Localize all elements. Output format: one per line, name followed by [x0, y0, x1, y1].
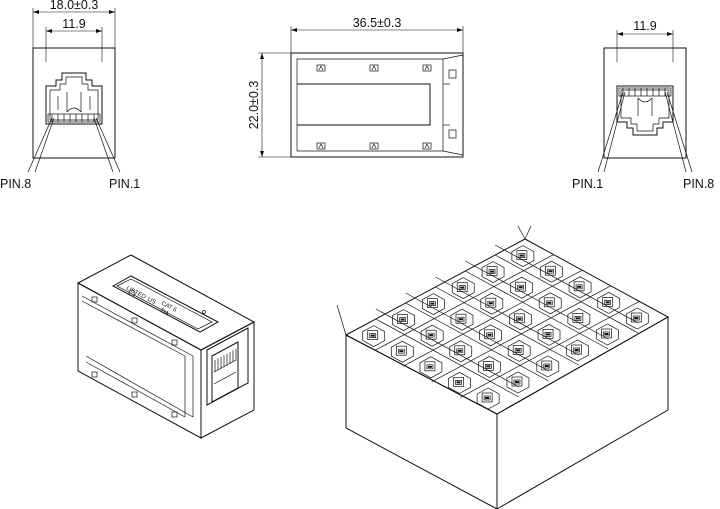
front-pin1-label: PIN.1: [109, 177, 140, 191]
tray-divider: [494, 254, 639, 334]
tray-coupler: [390, 340, 414, 363]
tray-coupler: [479, 324, 502, 347]
front-pin8-label: PIN.8: [0, 177, 31, 191]
tray-coupler: [566, 339, 589, 362]
tray-coupler: [419, 356, 443, 379]
tray-coupler: [625, 307, 649, 330]
tray-divider: [465, 270, 609, 350]
tray-coupler: [480, 292, 504, 315]
tray-coupler: [596, 323, 619, 346]
tray-coupler: [448, 372, 471, 394]
latch-mark: [448, 69, 457, 79]
tray-coupler: [420, 324, 444, 347]
tray-divider: [375, 318, 520, 398]
tray-coupler: [568, 276, 592, 299]
latch-mark: [422, 64, 432, 72]
tray-divider: [374, 254, 554, 351]
tray-coupler: [449, 340, 473, 363]
tray-coupler: [507, 340, 531, 362]
back-jack-width-dimension: 11.9: [633, 19, 656, 33]
tray-coupler: [476, 387, 500, 410]
top-length-dimension: 36.5±0.3: [353, 16, 402, 30]
tray-coupler: [537, 324, 561, 346]
tray-coupler: [450, 308, 474, 331]
tray-coupler: [509, 308, 532, 331]
front-view: 18.0±0.3 11.9 PIN.8 PIN.1: [0, 0, 140, 191]
top-view: 36.5±0.3 22.0±0.3: [247, 16, 464, 158]
tray-coupler: [567, 308, 591, 330]
tray-divider: [460, 301, 640, 398]
tray-coupler: [422, 293, 445, 315]
tray-coupler: [536, 355, 560, 378]
tray-coupler: [506, 371, 530, 394]
tray-divider: [431, 285, 611, 383]
latch-mark: [369, 142, 379, 150]
packaging-tray: [336, 225, 670, 509]
tray-coupler: [362, 325, 386, 347]
tray-coupler: [481, 261, 505, 283]
tray-divider: [405, 302, 549, 382]
latch-mark: [369, 64, 379, 72]
back-pin1-label: PIN.1: [572, 177, 603, 191]
latch-mark: [316, 142, 326, 150]
tray-coupler: [510, 276, 534, 299]
tray-coupler: [538, 292, 562, 315]
label-plate-text: LISTED US CAT 6 TIA: [125, 285, 178, 318]
latch-mark: [448, 129, 457, 139]
tray-coupler: [478, 356, 501, 378]
svg-text:US: US: [146, 297, 156, 306]
tray-coupler: [597, 292, 621, 314]
tray-coupler: [451, 277, 475, 299]
tray-coupler: [540, 260, 563, 283]
back-view: 11.9 PIN.1 PIN.8: [572, 19, 714, 191]
coupler-isometric: LISTED US CAT 6 TIA: [76, 254, 256, 439]
back-pin8-label: PIN.8: [683, 177, 714, 191]
front-width-dimension: 18.0±0.3: [50, 0, 99, 12]
tray-divider: [435, 286, 579, 366]
svg-text:TIA: TIA: [159, 308, 170, 318]
latch-mark: [316, 64, 326, 72]
tray-divider: [403, 269, 583, 367]
tray-coupler: [511, 245, 535, 267]
front-jack-width-dimension: 11.9: [62, 17, 85, 31]
top-height-dimension: 22.0±0.3: [247, 81, 261, 130]
tray-coupler: [392, 309, 415, 331]
latch-mark: [422, 142, 432, 150]
